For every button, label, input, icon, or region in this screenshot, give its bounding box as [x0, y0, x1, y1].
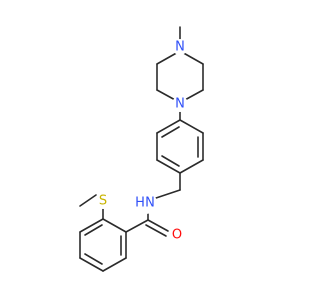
atom-label-s-thioether: S: [99, 194, 107, 209]
bond-ar2-6: [102, 218, 127, 233]
bond-ar2-inner-b: [84, 253, 103, 265]
bond-ar1-1: [179, 119, 204, 134]
bond-ar2-5: [79, 218, 104, 233]
bond-s-methyl: [79, 194, 97, 207]
atom-label-n-pip-bottom: N: [175, 97, 185, 112]
bond-co-double-2: [145, 224, 167, 237]
bond-ar1-6: [156, 119, 181, 134]
bond-co-double-1: [147, 219, 169, 232]
bond-ch2-n: [155, 189, 181, 199]
atom-label-n-amide: N: [145, 196, 155, 211]
bond-ar2-inner-c: [84, 224, 103, 236]
bond-carbonyl-aryl: [125, 219, 149, 233]
bond-ar1-inner-b: [161, 155, 180, 167]
atom-label-h-amide: H: [135, 196, 145, 211]
atom-label-o-carbonyl: O: [172, 228, 182, 243]
molecule-diagram: N N N H O S: [79, 26, 204, 272]
bond-ar2-3: [79, 257, 104, 272]
bond-ar1-4: [156, 159, 181, 174]
bond-ar1-3: [179, 159, 204, 174]
bond-ar1-inner-c: [161, 126, 180, 138]
bond-ar2-2: [102, 257, 127, 272]
atom-label-n-pip-top: N: [175, 40, 185, 55]
structure-canvas: N N N H O S: [79, 26, 204, 272]
